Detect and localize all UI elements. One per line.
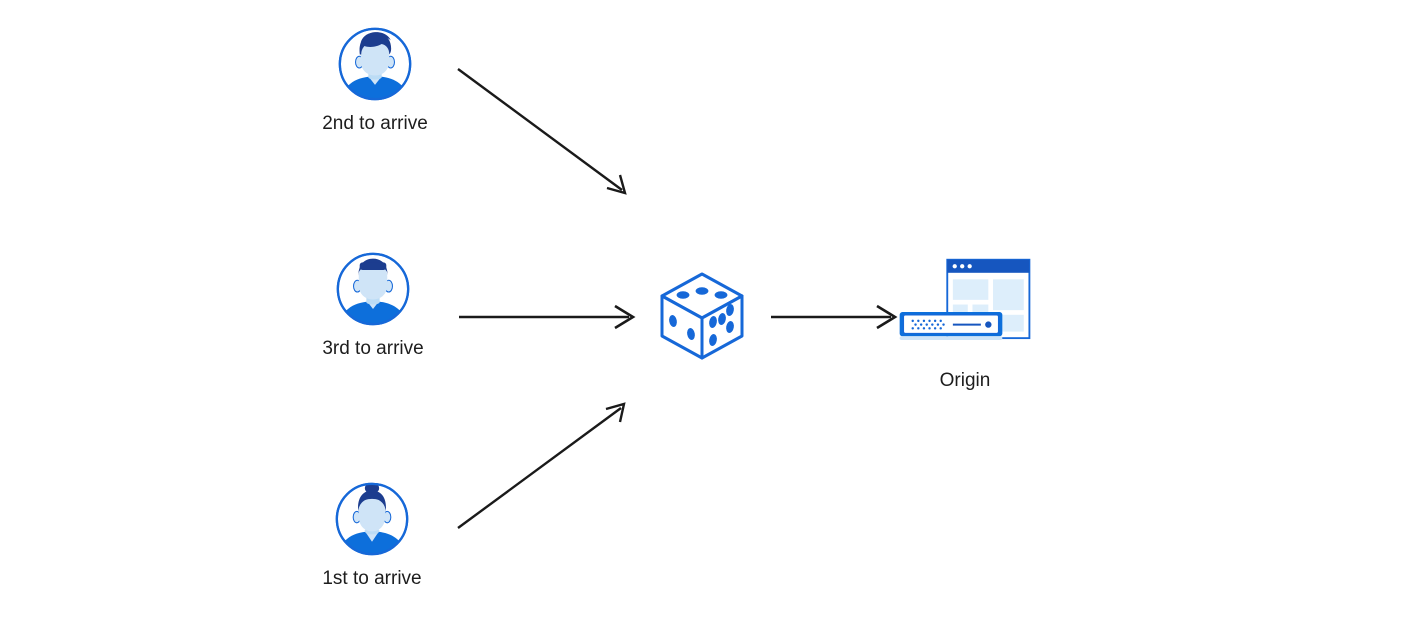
avatar-male-wavy-hair-icon	[338, 27, 412, 101]
client-label-3rd: 3rd to arrive	[322, 338, 424, 359]
client-node-3rd: 3rd to arrive	[293, 251, 453, 361]
origin-node: Origin	[875, 255, 1055, 393]
arrow-2nd-to-dice	[457, 68, 627, 195]
arrow-1st-to-dice	[457, 402, 626, 529]
avatar-female-bun-icon	[335, 482, 409, 556]
origin-server-browser-icon	[899, 258, 1031, 340]
client-label-2nd: 2nd to arrive	[322, 113, 428, 134]
client-label-1st: 1st to arrive	[322, 568, 422, 589]
avatar-male-flat-hair-icon	[336, 252, 410, 326]
client-node-2nd: 2nd to arrive	[295, 26, 455, 136]
arrow-3rd-to-dice	[459, 304, 636, 330]
origin-label: Origin	[939, 370, 991, 391]
dice-icon	[660, 272, 744, 360]
server-device-icon	[899, 312, 1003, 340]
randomizer-node	[652, 266, 752, 366]
client-node-1st: 1st to arrive	[292, 481, 452, 591]
